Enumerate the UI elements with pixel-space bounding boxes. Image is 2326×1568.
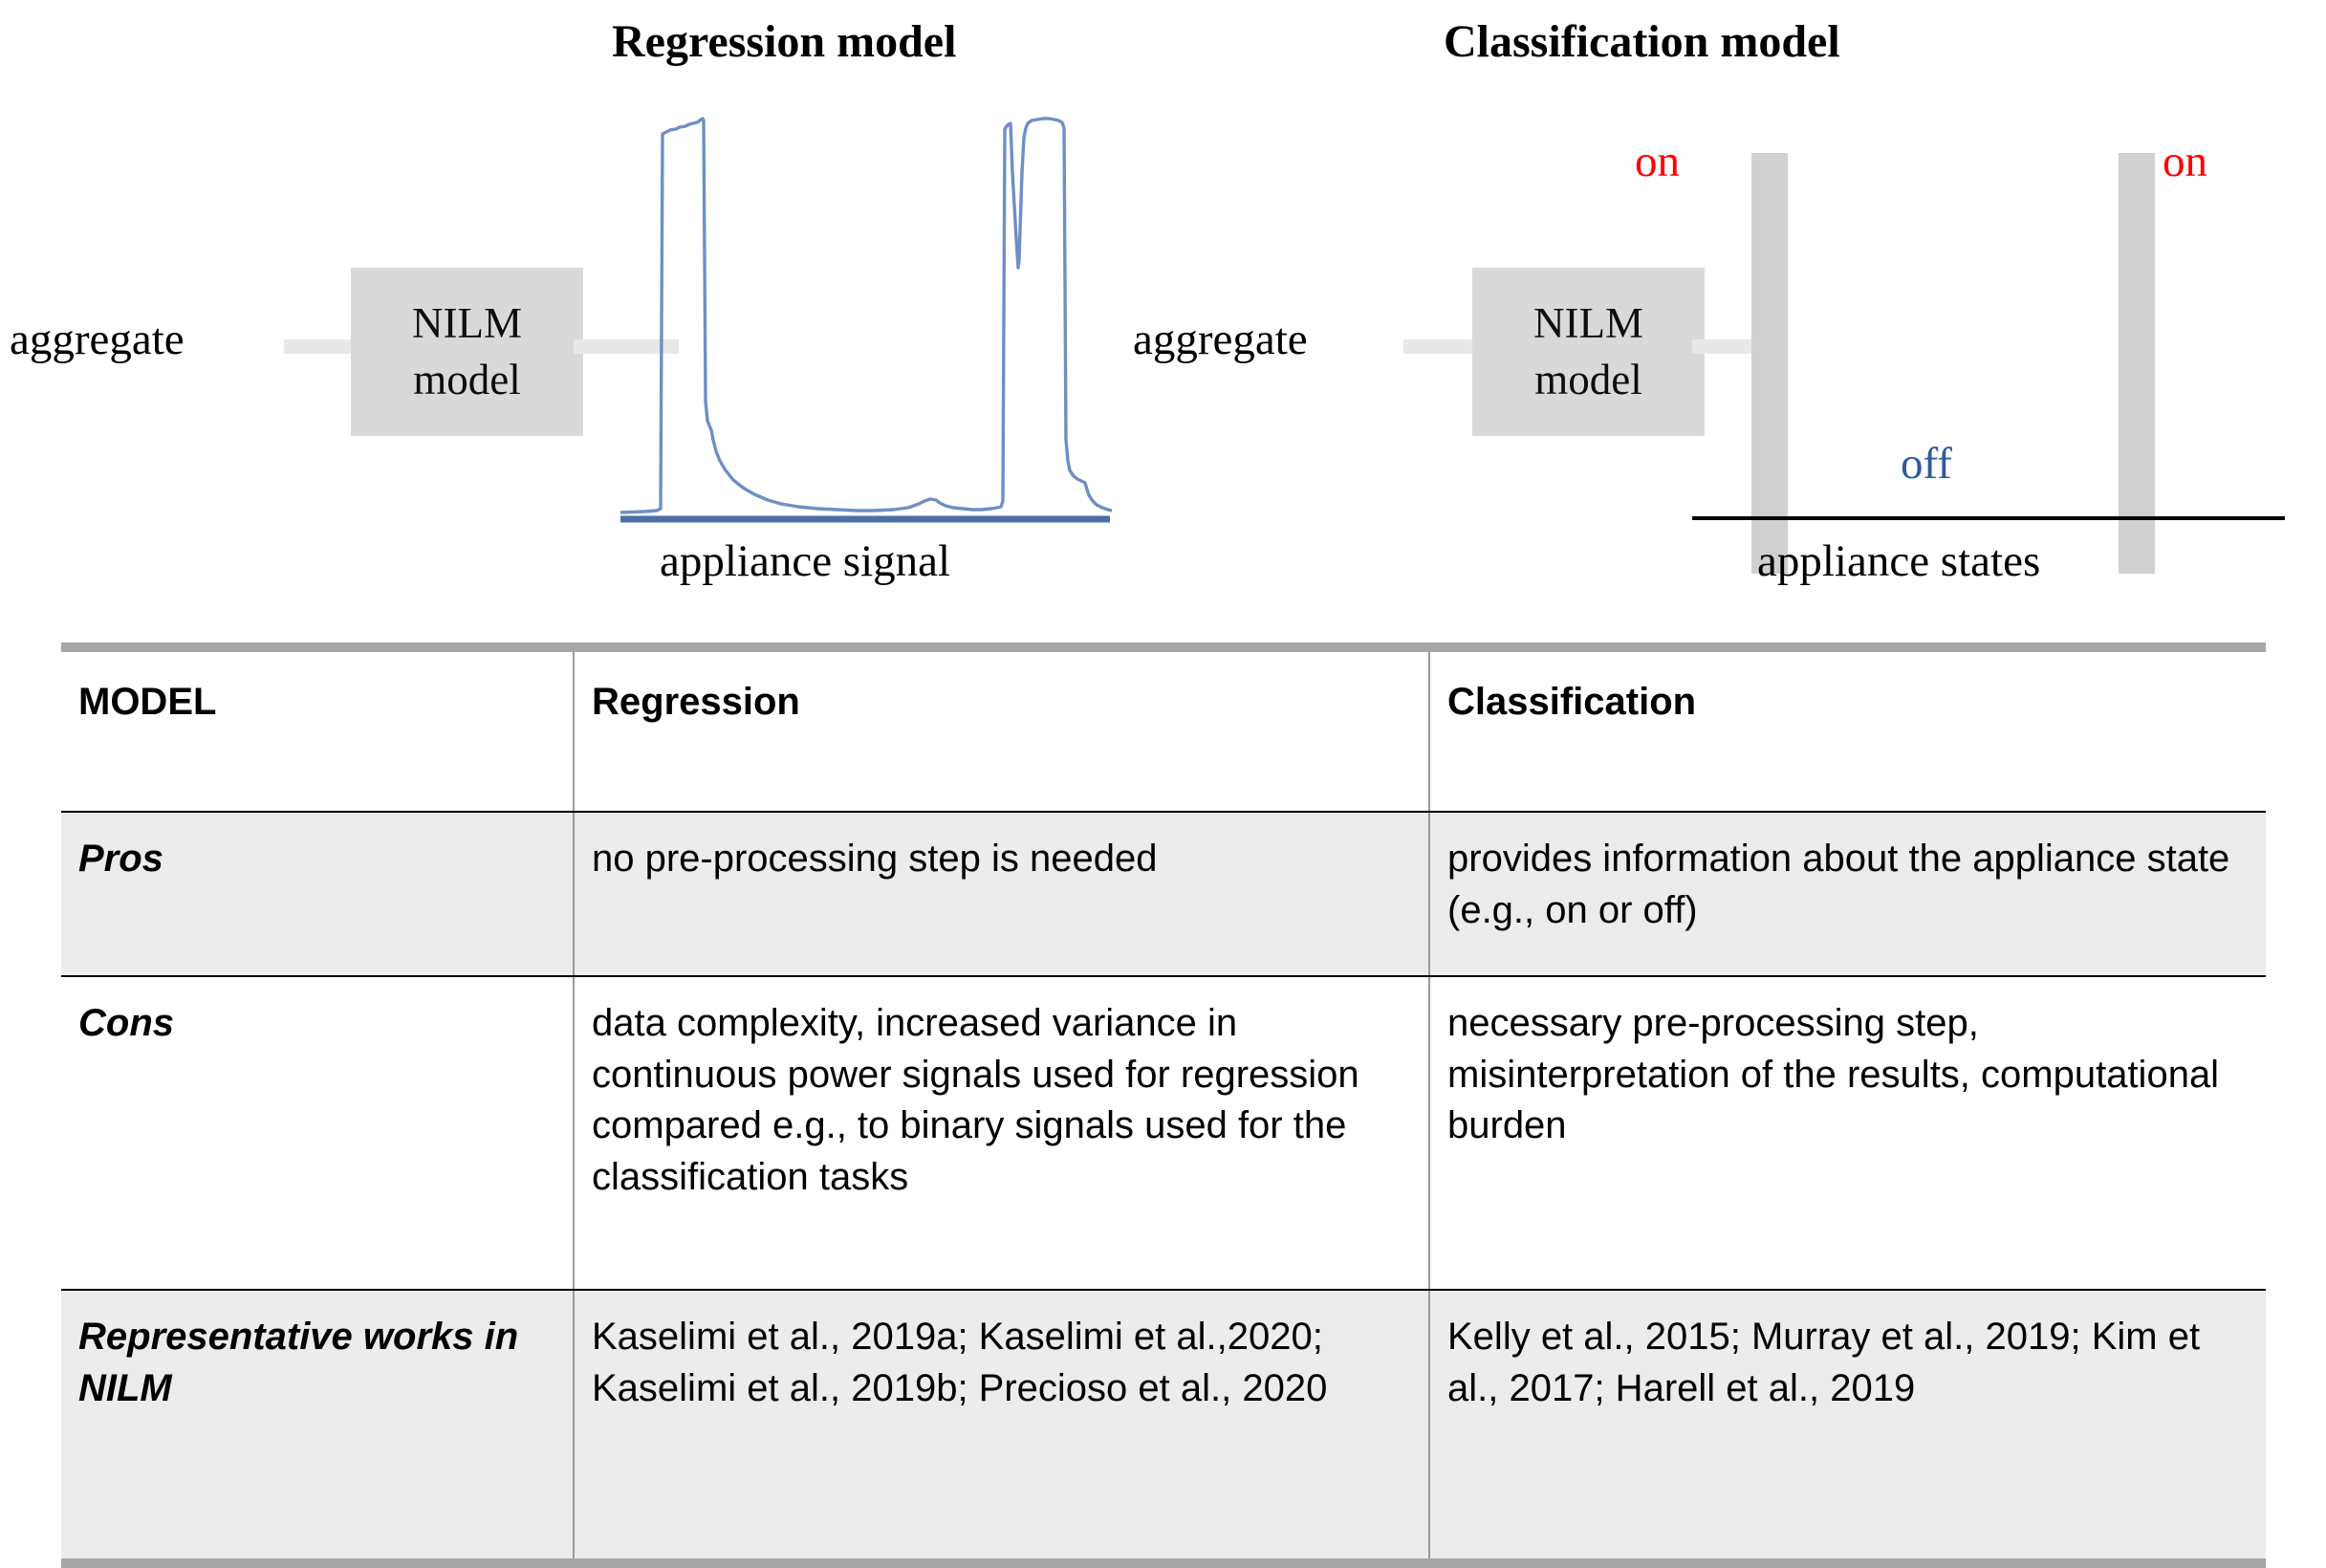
row-label-representative-works: Representative works in NILM <box>61 1289 575 1568</box>
table-row-cons: Cons data complexity, increased variance… <box>61 975 2266 1291</box>
nilm-model-box-regression: NILM model <box>351 268 583 436</box>
nilm-box-line-1: NILM <box>412 298 522 347</box>
nilm-box-line-1: NILM <box>1533 298 1643 347</box>
table-header-row: MODEL Regression Classification <box>61 642 2266 813</box>
row-label-text: Pros <box>78 838 163 880</box>
cell-cons-regression: data complexity, increased variance in c… <box>573 975 1430 1291</box>
cell-works-classification: Kelly et al., 2015; Murray et al., 2019;… <box>1428 1289 2266 1568</box>
model-comparison-table: MODEL Regression Classification Pros no … <box>61 642 2266 1568</box>
wire-aggregate-to-model-classification <box>1403 339 1485 354</box>
state-bar-on-2 <box>2119 153 2155 574</box>
signal-trace <box>620 117 1113 514</box>
cell-pros-classification: provides information about the appliance… <box>1428 811 2266 977</box>
appliance-signal-caption: appliance signal <box>660 536 951 586</box>
state-label-on-right: on <box>2163 137 2207 186</box>
regression-panel-title: Regression model <box>612 16 957 67</box>
classification-panel-title: Classification model <box>1444 16 1840 67</box>
cell-pros-regression: no pre-processing step is needed <box>573 811 1430 977</box>
nilm-box-line-2: model <box>1534 356 1642 403</box>
diagram-area: Regression model Classification model ag… <box>0 0 2326 642</box>
aggregate-label-classification: aggregate <box>1133 315 1308 364</box>
nilm-model-box-classification: NILM model <box>1472 268 1705 436</box>
row-label-pros: Pros <box>61 811 575 977</box>
appliance-states-chart: on on off <box>1635 96 2285 574</box>
aggregate-label-regression: aggregate <box>10 315 185 364</box>
row-label-cons: Cons <box>61 975 575 1291</box>
appliance-signal-chart <box>617 115 1114 526</box>
wire-model-to-output-regression <box>574 339 679 354</box>
column-header-classification: Classification <box>1428 642 2266 813</box>
appliance-signal-svg <box>620 117 1113 523</box>
appliance-states-caption: appliance states <box>1757 536 2041 586</box>
cell-cons-classification: necessary pre-processing step, misinterp… <box>1428 975 2266 1291</box>
nilm-box-line-2: model <box>413 356 521 403</box>
cell-works-regression: Kaselimi et al., 2019a; Kaselimi et al.,… <box>573 1289 1430 1568</box>
column-header-model: MODEL <box>61 642 575 813</box>
table-row-representative-works: Representative works in NILM Kaselimi et… <box>61 1289 2266 1568</box>
state-label-on-left: on <box>1635 137 1680 186</box>
column-header-regression: Regression <box>573 642 1430 813</box>
table-row-pros: Pros no pre-processing step is needed pr… <box>61 811 2266 977</box>
wire-aggregate-to-model-regression <box>284 339 360 354</box>
row-label-text: Representative works in NILM <box>78 1316 519 1409</box>
row-label-text: Cons <box>78 1002 174 1044</box>
state-baseline-axis <box>1692 516 2285 520</box>
state-label-off: off <box>1901 439 1952 489</box>
wire-model-to-output-classification <box>1692 339 1769 354</box>
state-bar-on-1 <box>1751 153 1788 574</box>
